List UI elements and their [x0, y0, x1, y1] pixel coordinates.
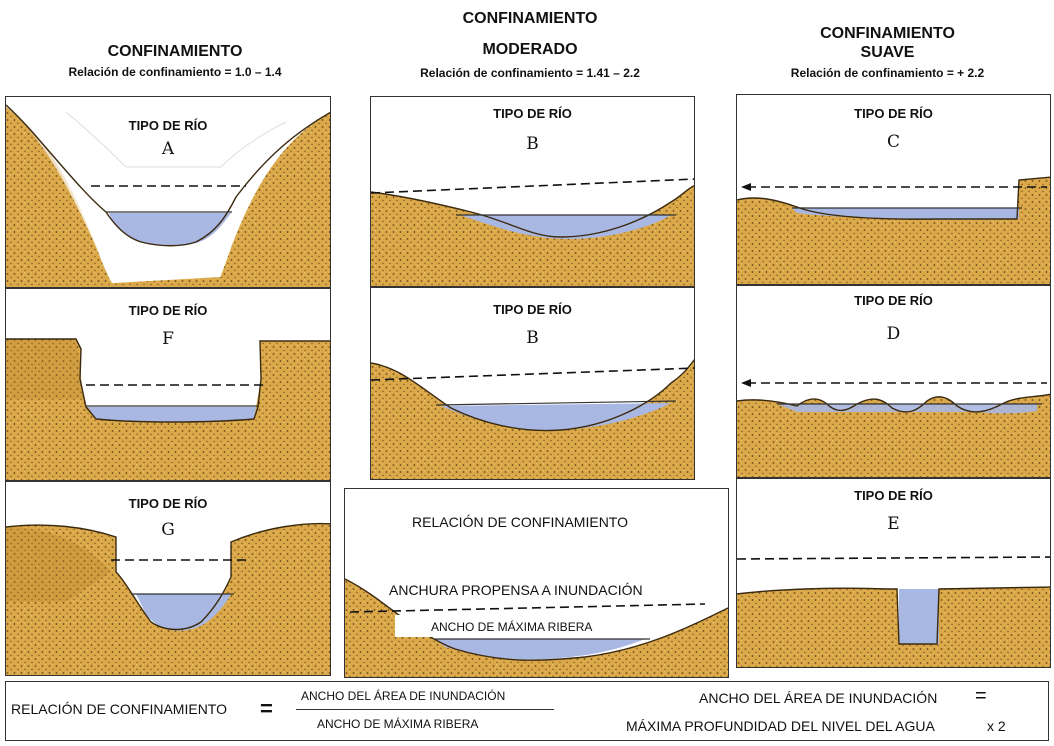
panel-river-type-b-upper: TIPO DE RÍO B	[370, 96, 695, 287]
formula-rhs-bottom: MÁXIMA PROFUNDIDAD DEL NIVEL DEL AGUA	[626, 718, 935, 734]
column-title-line2: SUAVE	[860, 44, 915, 62]
cross-section-b-lower	[371, 359, 694, 479]
panel-river-type-a: TIPO DE RÍO A	[5, 96, 331, 288]
panel-heading: TIPO DE RÍO	[128, 496, 208, 511]
column-header-confined: CONFINAMIENTO Relación de confinamiento …	[5, 42, 345, 80]
formula-numerator: ANCHO DEL ÁREA DE INUNDACIÓN	[301, 689, 506, 703]
panel-heading: TIPO DE RÍO	[854, 488, 933, 503]
column-subtitle: Relación de confinamiento = 1.0 – 1.4	[68, 65, 282, 80]
panel-heading: TIPO DE RÍO	[128, 303, 208, 318]
cross-section-f	[6, 338, 330, 480]
column-title-line2: MODERADO	[482, 41, 578, 59]
formula-denominator: ANCHO DE MÁXIMA RIBERA	[317, 717, 479, 731]
panel-river-type-d: TIPO DE RÍO D	[736, 285, 1051, 478]
bankfull-width-label: ANCHO DE MÁXIMA RIBERA	[431, 620, 593, 634]
column-title: CONFINAMIENTO	[107, 43, 243, 60]
formula-rhs-equals: =	[975, 685, 987, 707]
panel-river-type-c: TIPO DE RÍO C	[736, 94, 1051, 285]
flood-prone-width-label: ANCHURA PROPENSA A INUNDACIÓN	[389, 582, 643, 598]
column-title-line1: CONFINAMIENTO	[820, 25, 955, 42]
cross-section-e	[737, 556, 1050, 667]
formula-lhs: RELACIÓN DE CONFINAMIENTO	[11, 701, 227, 717]
river-type-letter: C	[886, 132, 900, 152]
panel-heading: TIPO DE RÍO	[493, 302, 572, 317]
river-type-letter: E	[887, 514, 900, 534]
panel-river-type-e: TIPO DE RÍO E	[736, 478, 1051, 668]
panel-river-type-f: TIPO DE RÍO F	[5, 288, 331, 481]
panel-heading: TIPO DE RÍO	[128, 118, 208, 133]
column-subtitle: Relación de confinamiento = + 2.2	[790, 66, 985, 81]
river-type-letter: B	[526, 328, 539, 348]
cross-section-g	[6, 522, 330, 675]
confinement-ratio-formula: RELACIÓN DE CONFINAMIENTO = ANCHO DEL ÁR…	[5, 681, 1049, 741]
legend-title: RELACIÓN DE CONFINAMIENTO	[412, 514, 628, 530]
panel-heading: TIPO DE RÍO	[854, 106, 933, 121]
panel-heading: TIPO DE RÍO	[854, 293, 933, 308]
column-header-moderate: CONFINAMIENTO MODERADO Relación de confi…	[355, 9, 705, 81]
cross-section-legend	[345, 578, 728, 677]
cross-section-c	[737, 176, 1050, 284]
panel-heading: TIPO DE RÍO	[493, 106, 572, 121]
river-type-letter: D	[886, 324, 901, 344]
panel-river-type-g: TIPO DE RÍO G	[5, 481, 331, 676]
cross-section-d	[737, 379, 1050, 477]
formula-rhs-top: ANCHO DEL ÁREA DE INUNDACIÓN	[699, 690, 938, 706]
panel-river-type-b-lower: TIPO DE RÍO B	[370, 287, 695, 480]
formula-equals: =	[260, 696, 273, 721]
column-title-line1: CONFINAMIENTO	[462, 10, 598, 27]
river-type-letter: F	[162, 329, 174, 349]
river-type-letter: G	[161, 520, 175, 540]
formula-rhs-multiplier: x 2	[987, 718, 1006, 734]
cross-section-a	[6, 104, 330, 287]
column-header-slight: CONFINAMIENTO SUAVE Relación de confinam…	[725, 24, 1050, 81]
fraction-bar	[296, 709, 554, 710]
river-type-letter: B	[526, 134, 539, 154]
cross-section-b-upper	[371, 178, 694, 286]
column-subtitle: Relación de confinamiento = 1.41 – 2.2	[420, 66, 640, 81]
panel-confinement-ratio-legend: RELACIÓN DE CONFINAMIENTO ANCHURA PROPEN…	[344, 488, 729, 678]
river-type-letter: A	[161, 139, 175, 159]
